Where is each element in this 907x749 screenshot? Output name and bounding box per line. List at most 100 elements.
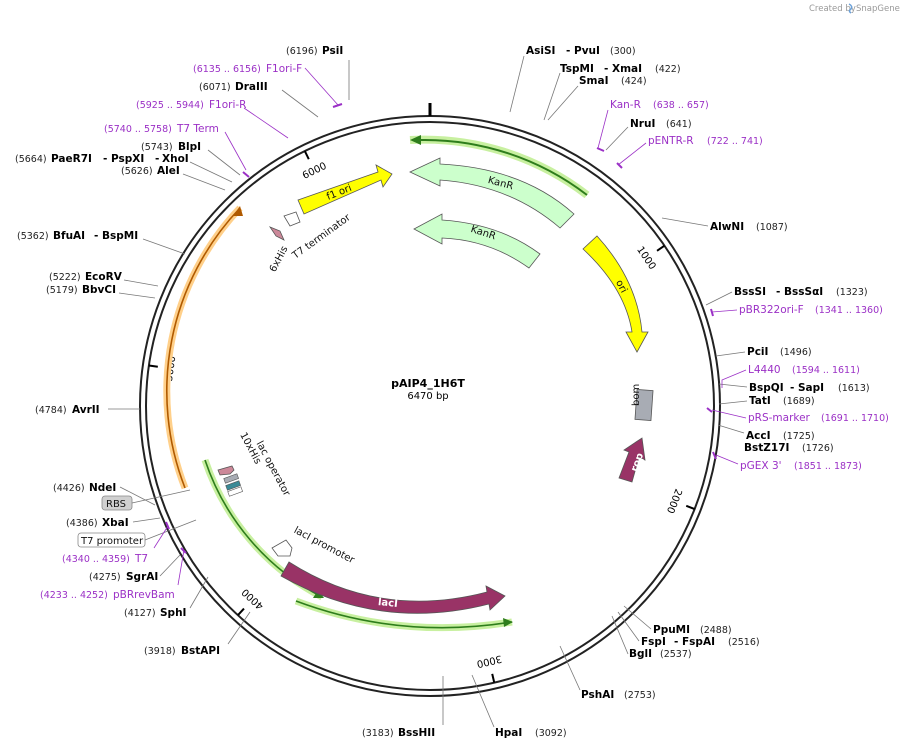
enzyme-name[interactable]: BssSI (734, 286, 766, 298)
rop-feature[interactable] (618, 437, 646, 483)
laci-label: lacI (377, 597, 398, 610)
primer-leader (715, 454, 739, 465)
enzyme-name[interactable]: XmaI (612, 63, 642, 75)
kanr-feature-1[interactable] (409, 157, 575, 229)
enzyme-sep: - (776, 286, 780, 298)
primer-range: (1594 .. 1611) (792, 365, 860, 376)
site-leader (118, 292, 156, 299)
site-leader (159, 554, 181, 577)
primer-marker (712, 451, 717, 460)
his6-feature[interactable] (268, 226, 285, 241)
enzyme-name[interactable]: BssSαI (784, 286, 823, 298)
enzyme-name[interactable]: SphI (160, 607, 186, 619)
bom-label: bom (631, 384, 642, 406)
enzyme-name[interactable]: AsiSI (526, 45, 555, 57)
enzyme-name[interactable]: SgrAI (126, 571, 158, 583)
site-leader (189, 576, 209, 609)
enzyme-name[interactable]: BspQI (749, 382, 784, 394)
site-leader (715, 351, 746, 357)
enzyme-name[interactable]: DraIII (235, 81, 268, 93)
primer-name[interactable]: L4440 (748, 364, 781, 376)
enzyme-name[interactable]: AleI (157, 165, 180, 177)
enzyme-name[interactable]: BbvCI (82, 284, 116, 296)
lac-operator-feature[interactable] (223, 473, 239, 484)
enzyme-name[interactable]: TspMI (560, 63, 594, 75)
primer-name[interactable]: T7 (134, 553, 148, 565)
enzyme-name[interactable]: SmaI (579, 75, 609, 87)
site-leader (543, 72, 561, 121)
enzyme-name[interactable]: AccI (746, 430, 770, 442)
enzyme-name[interactable]: AlwNI (710, 221, 744, 233)
kanr-feature-2[interactable] (413, 213, 541, 269)
primer-marker (710, 308, 714, 317)
cds-feature[interactable] (225, 480, 241, 491)
enzyme-name[interactable]: AvrII (72, 404, 100, 416)
enzyme-sep: - (566, 45, 570, 57)
primer-name[interactable]: F1ori-F (266, 63, 302, 75)
primer-name[interactable]: pENTR-R (648, 135, 694, 147)
site-number: (300) (610, 46, 636, 57)
primer-leader (721, 369, 747, 388)
laci-promoter-feature[interactable] (271, 539, 293, 557)
enzyme-name[interactable]: XbaI (102, 517, 129, 529)
enzyme-name[interactable]: NdeI (89, 482, 116, 494)
enzyme-name[interactable]: PciI (747, 346, 768, 358)
primer-name[interactable]: pGEX 3' (740, 460, 782, 472)
enzyme-name[interactable]: BspMI (102, 230, 138, 242)
enzyme-name[interactable]: HpaI (495, 727, 522, 739)
t7-terminator-feature[interactable] (283, 211, 301, 227)
his6-label: 6xHis (268, 244, 291, 274)
enzyme-name[interactable]: BfuAI (53, 230, 85, 242)
primer-leader (711, 309, 738, 313)
enzyme-name[interactable]: EcoRV (85, 271, 123, 283)
enzyme-sep: - (604, 63, 608, 75)
site-leader (605, 126, 629, 151)
enzyme-name[interactable]: BstAPI (181, 645, 220, 657)
enzyme-name[interactable]: PpuMI (653, 624, 690, 636)
enzyme-name[interactable]: FspI (641, 636, 666, 648)
primer-name[interactable]: Kan-R (610, 99, 641, 111)
his10-feature[interactable] (217, 465, 235, 476)
enzyme-name[interactable]: PaeR7I (51, 153, 92, 165)
tick-mark (685, 504, 695, 511)
enzyme-name[interactable]: TatI (749, 395, 771, 407)
enzyme-sep: - (94, 230, 98, 242)
site-leader (717, 424, 745, 434)
enzyme-name[interactable]: BlpI (178, 141, 201, 153)
primer-name[interactable]: pBRrevBam (113, 589, 175, 601)
site-leader (123, 279, 159, 287)
enzyme-name[interactable]: XhoI (162, 153, 189, 165)
site-number: (424) (621, 76, 647, 87)
enzyme-name[interactable]: SapI (798, 382, 824, 394)
enzyme-name[interactable]: PsiI (322, 45, 343, 57)
primer-name[interactable]: pBR322ori-F (739, 304, 804, 316)
tick-label: 6000 (301, 161, 329, 182)
enzyme-name[interactable]: BglI (629, 648, 652, 660)
site-leader (705, 291, 733, 306)
laci-feature[interactable] (280, 561, 506, 614)
enzyme-name[interactable]: PspXI (111, 153, 144, 165)
bottom-arc (295, 600, 513, 629)
primer-name[interactable]: F1ori-R (209, 99, 246, 111)
tick-mark (303, 150, 310, 160)
site-number: (4127) (124, 608, 156, 619)
f1ori-label: f1 ori (325, 183, 353, 203)
site-leader (207, 149, 241, 176)
enzyme-name[interactable]: NruI (630, 118, 655, 130)
enzyme-name[interactable]: BssHII (398, 727, 435, 739)
enzyme-name[interactable]: BstZ17I (744, 442, 789, 454)
plasmid-size: 6470 bp (407, 391, 448, 402)
f1ori-feature[interactable] (297, 164, 393, 215)
bom-feature[interactable] (634, 389, 654, 421)
site-leader (623, 605, 652, 630)
primer-name[interactable]: pRS-marker (748, 412, 811, 424)
site-number: (4426) (53, 483, 85, 494)
ori-feature[interactable] (582, 235, 649, 353)
left-arc (166, 207, 241, 489)
enzyme-name[interactable]: PshAI (581, 689, 614, 701)
site-number: (1726) (802, 443, 834, 454)
small-feature[interactable] (227, 486, 243, 497)
enzyme-name[interactable]: FspAI (682, 636, 715, 648)
enzyme-name[interactable]: PvuI (574, 45, 600, 57)
primer-name[interactable]: T7 Term (176, 123, 219, 135)
